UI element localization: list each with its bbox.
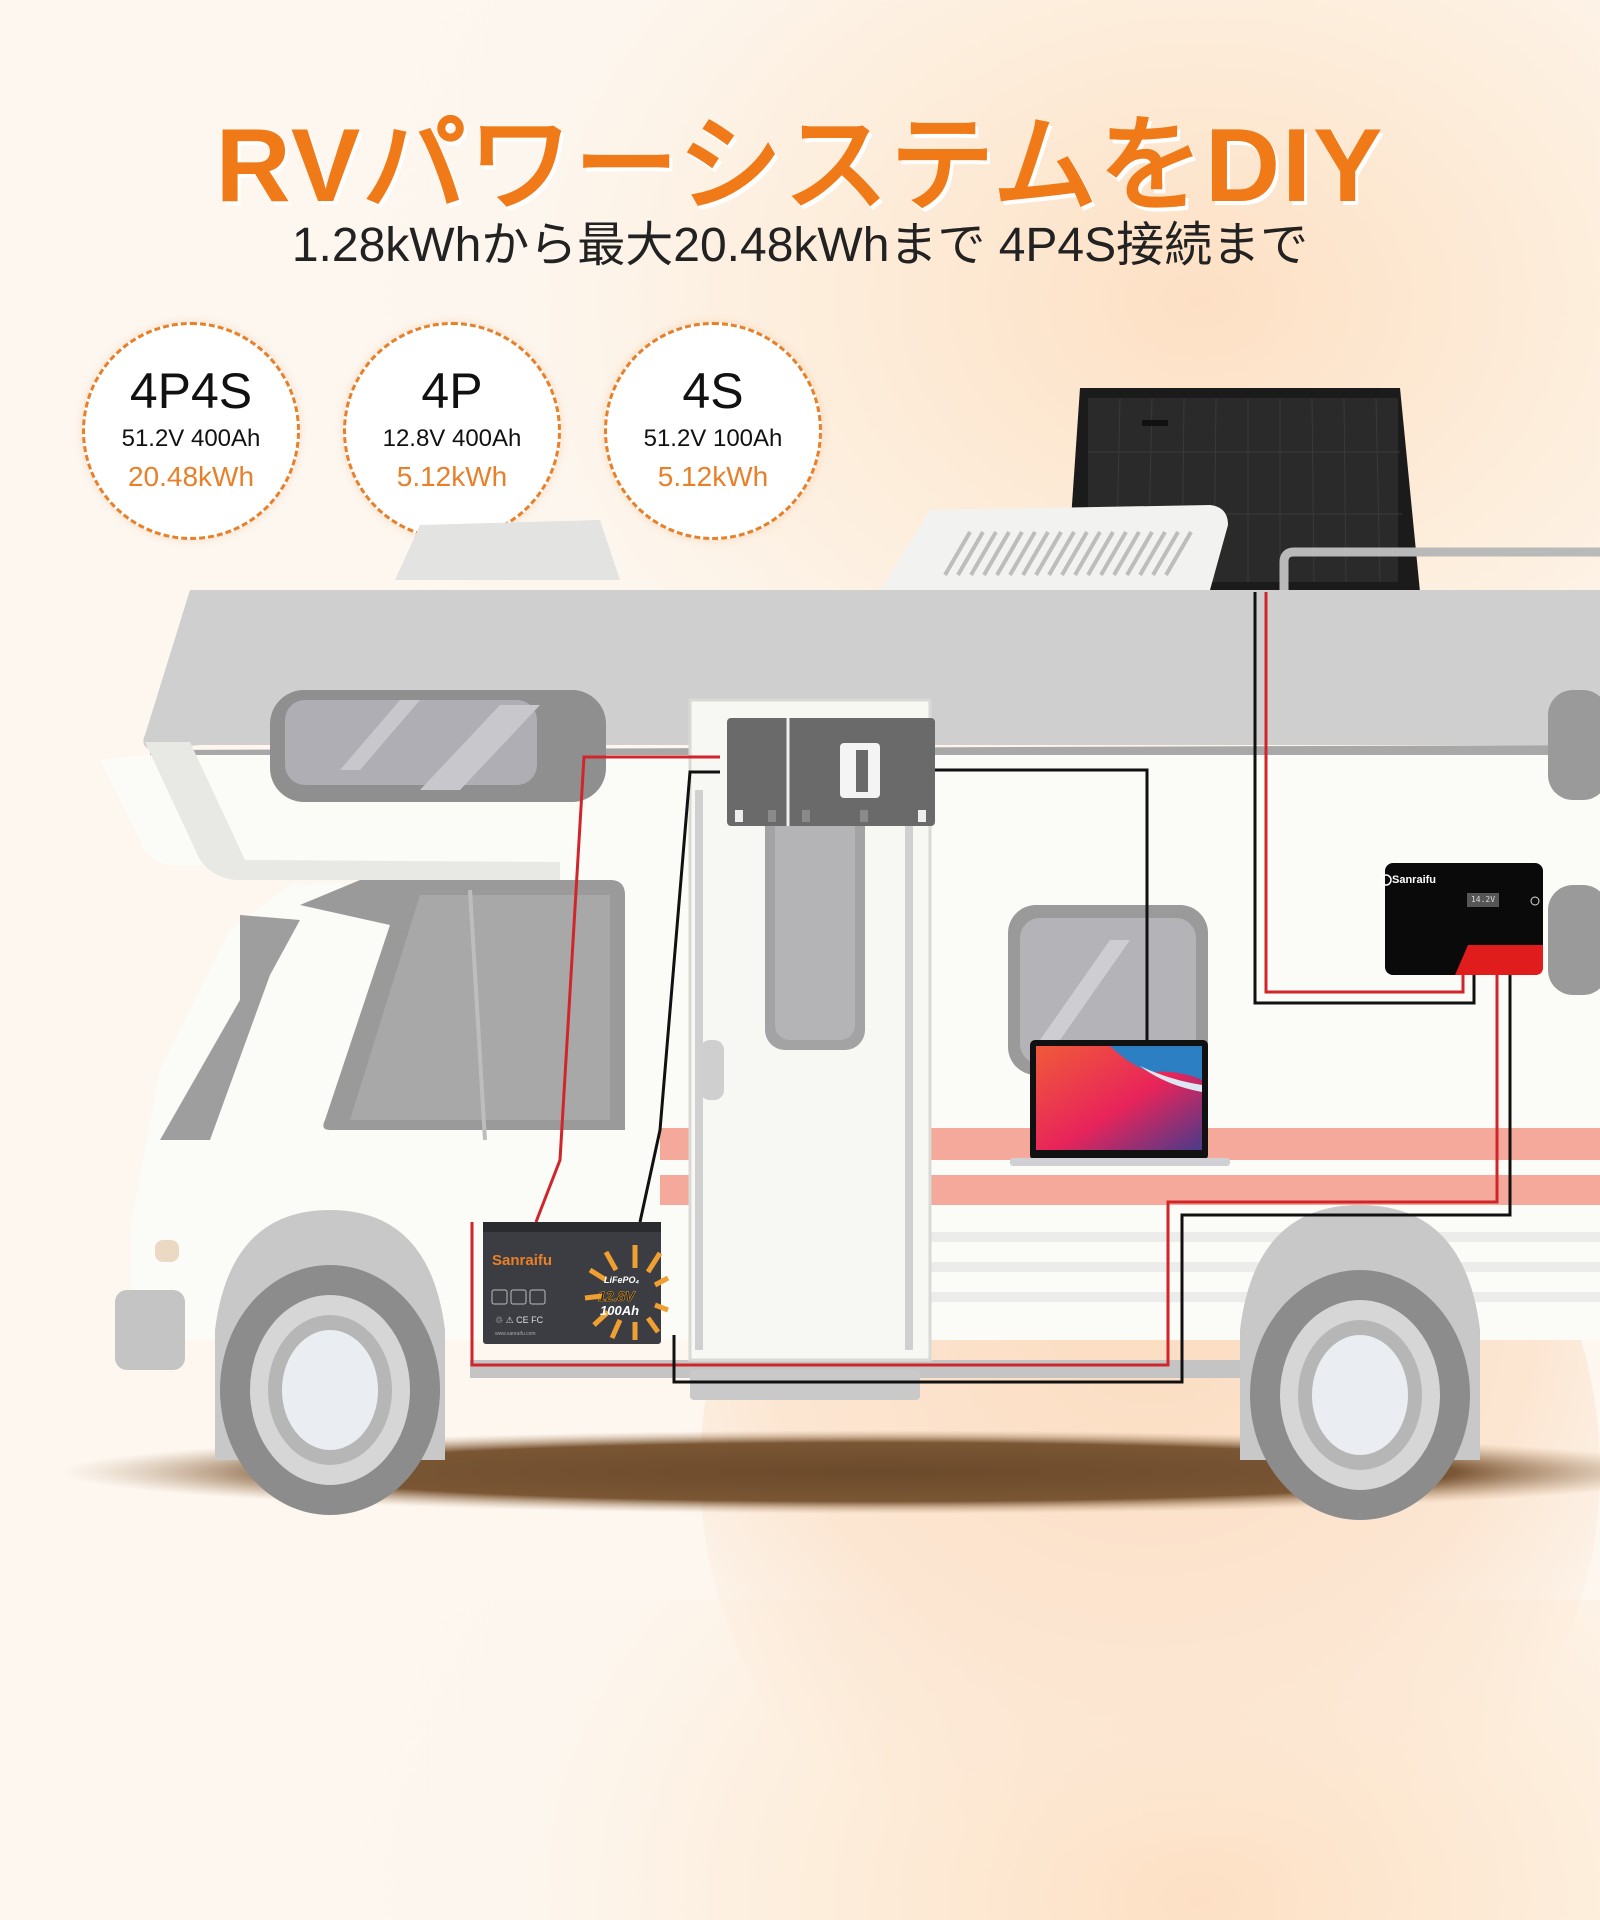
config-badge-4p: 4P 12.8V 400Ah 5.12kWh xyxy=(343,322,561,540)
side-window xyxy=(1008,905,1208,1075)
config-energy: 20.48kWh xyxy=(127,461,255,492)
wire-negative xyxy=(672,975,1512,1384)
battery-capacity: 100Ah xyxy=(600,1303,640,1318)
battery-chemistry: LiFePO₄ xyxy=(604,1275,640,1285)
battery-certifications: ♲ ⚠ CE FC xyxy=(495,1315,544,1325)
rear-wheel xyxy=(1240,1205,1480,1520)
page-subtitle: 1.28kWhから最大20.48kWhまで 4P4S接続まで xyxy=(291,219,1309,272)
wire-positive xyxy=(470,975,1499,1367)
battery xyxy=(483,1222,670,1344)
controller-brand: Sanraifu xyxy=(1392,874,1437,886)
page-title: RVパワーシステムをDIY xyxy=(215,108,1385,224)
ground-shadow xyxy=(60,1430,1600,1514)
laptop xyxy=(1010,1040,1230,1166)
inverter-box xyxy=(727,718,935,826)
roof-ac-unit xyxy=(880,505,1228,590)
config-energy: 5.12kWh xyxy=(396,461,508,492)
wire-solar-negative xyxy=(1253,592,1476,1005)
wire-negative xyxy=(638,770,720,1223)
battery-brand: Sanraifu xyxy=(492,1252,553,1269)
config-energy: 5.12kWh xyxy=(657,461,769,492)
charge-controller xyxy=(1380,863,1543,975)
config-badge-4p4s: 4P4S 51.2V 400Ah 20.48kWh xyxy=(82,322,300,540)
wire-positive xyxy=(534,755,720,1223)
mirror-arm xyxy=(468,889,487,1141)
battery-voltage: 12.8V xyxy=(598,1288,635,1305)
controller-display: 14.2V xyxy=(1467,893,1499,907)
config-name: 4P4S xyxy=(129,363,253,419)
roof-rail xyxy=(1279,547,1600,592)
config-spec: 12.8V 400Ah xyxy=(382,425,522,452)
headlight xyxy=(155,1240,179,1262)
config-spec: 51.2V 400Ah xyxy=(121,425,261,452)
config-name: 4S xyxy=(682,363,744,419)
cab-over-window xyxy=(270,690,606,802)
roof-vent-left xyxy=(395,520,620,580)
config-name: 4P xyxy=(421,363,483,419)
rear-window xyxy=(1548,885,1600,995)
front-wheel xyxy=(215,1210,445,1515)
wiring xyxy=(470,592,1512,1384)
config-badge-4s: 4S 51.2V 100Ah 5.12kWh xyxy=(604,322,822,540)
wire-solar-positive xyxy=(1264,592,1465,994)
front-bumper xyxy=(115,1290,185,1370)
rv-illustration xyxy=(60,388,1600,1520)
config-spec: 51.2V 100Ah xyxy=(643,425,783,452)
battery-url: www.sanraifu.com xyxy=(495,1331,536,1337)
rear-window xyxy=(1548,690,1600,800)
wire-laptop xyxy=(930,768,1149,1040)
cab-window xyxy=(160,880,625,1140)
